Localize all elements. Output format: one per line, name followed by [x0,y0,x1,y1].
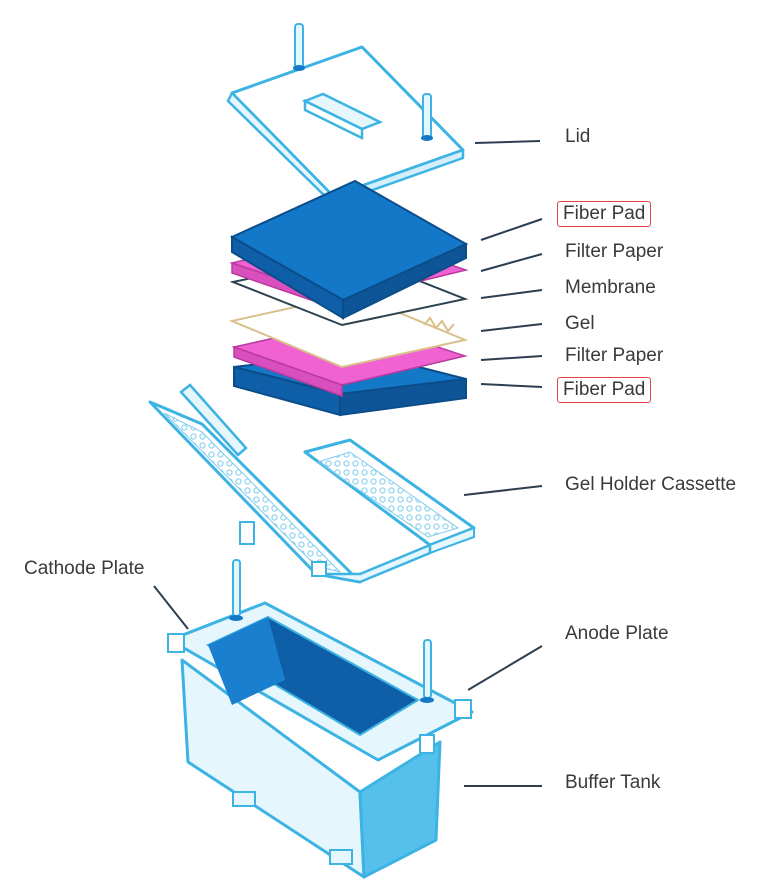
gel-holder-cassette [148,383,476,584]
label-anode-plate: Anode Plate [565,623,669,644]
label-filter-paper-top: Filter Paper [565,241,664,262]
label-fiber-pad-bottom: Fiber Pad [557,377,652,403]
fiber-pad-top-layer [229,179,469,320]
label-gel: Gel [565,313,595,334]
anode-plate-electrode [420,639,434,703]
leader-anode-plate [467,645,543,691]
label-filter-paper-bottom: Filter Paper [565,345,664,366]
leader-filter-paper-top [480,253,543,272]
lid [226,23,465,206]
leader-filter-paper-bottom [480,355,543,361]
label-buffer-tank: Buffer Tank [565,772,661,793]
leader-fiber-pad-top [480,218,543,241]
leader-gel-holder-cassette [463,485,543,496]
leader-membrane [480,289,543,299]
lid-post-right [421,93,433,141]
label-lid: Lid [565,126,591,147]
buffer-tank [167,601,474,879]
leader-cathode-plate [153,585,189,630]
lid-post-left [293,23,305,71]
cathode-plate-electrode [229,559,243,621]
leader-lines [153,140,543,787]
leader-lid [474,140,541,144]
label-cathode-plate: Cathode Plate [24,558,145,579]
leader-gel [480,323,543,332]
label-gel-holder-cassette: Gel Holder Cassette [565,474,737,495]
leader-fiber-pad-bottom [480,383,543,388]
label-fiber-pad-top: Fiber Pad [557,201,652,227]
label-membrane: Membrane [565,277,656,298]
